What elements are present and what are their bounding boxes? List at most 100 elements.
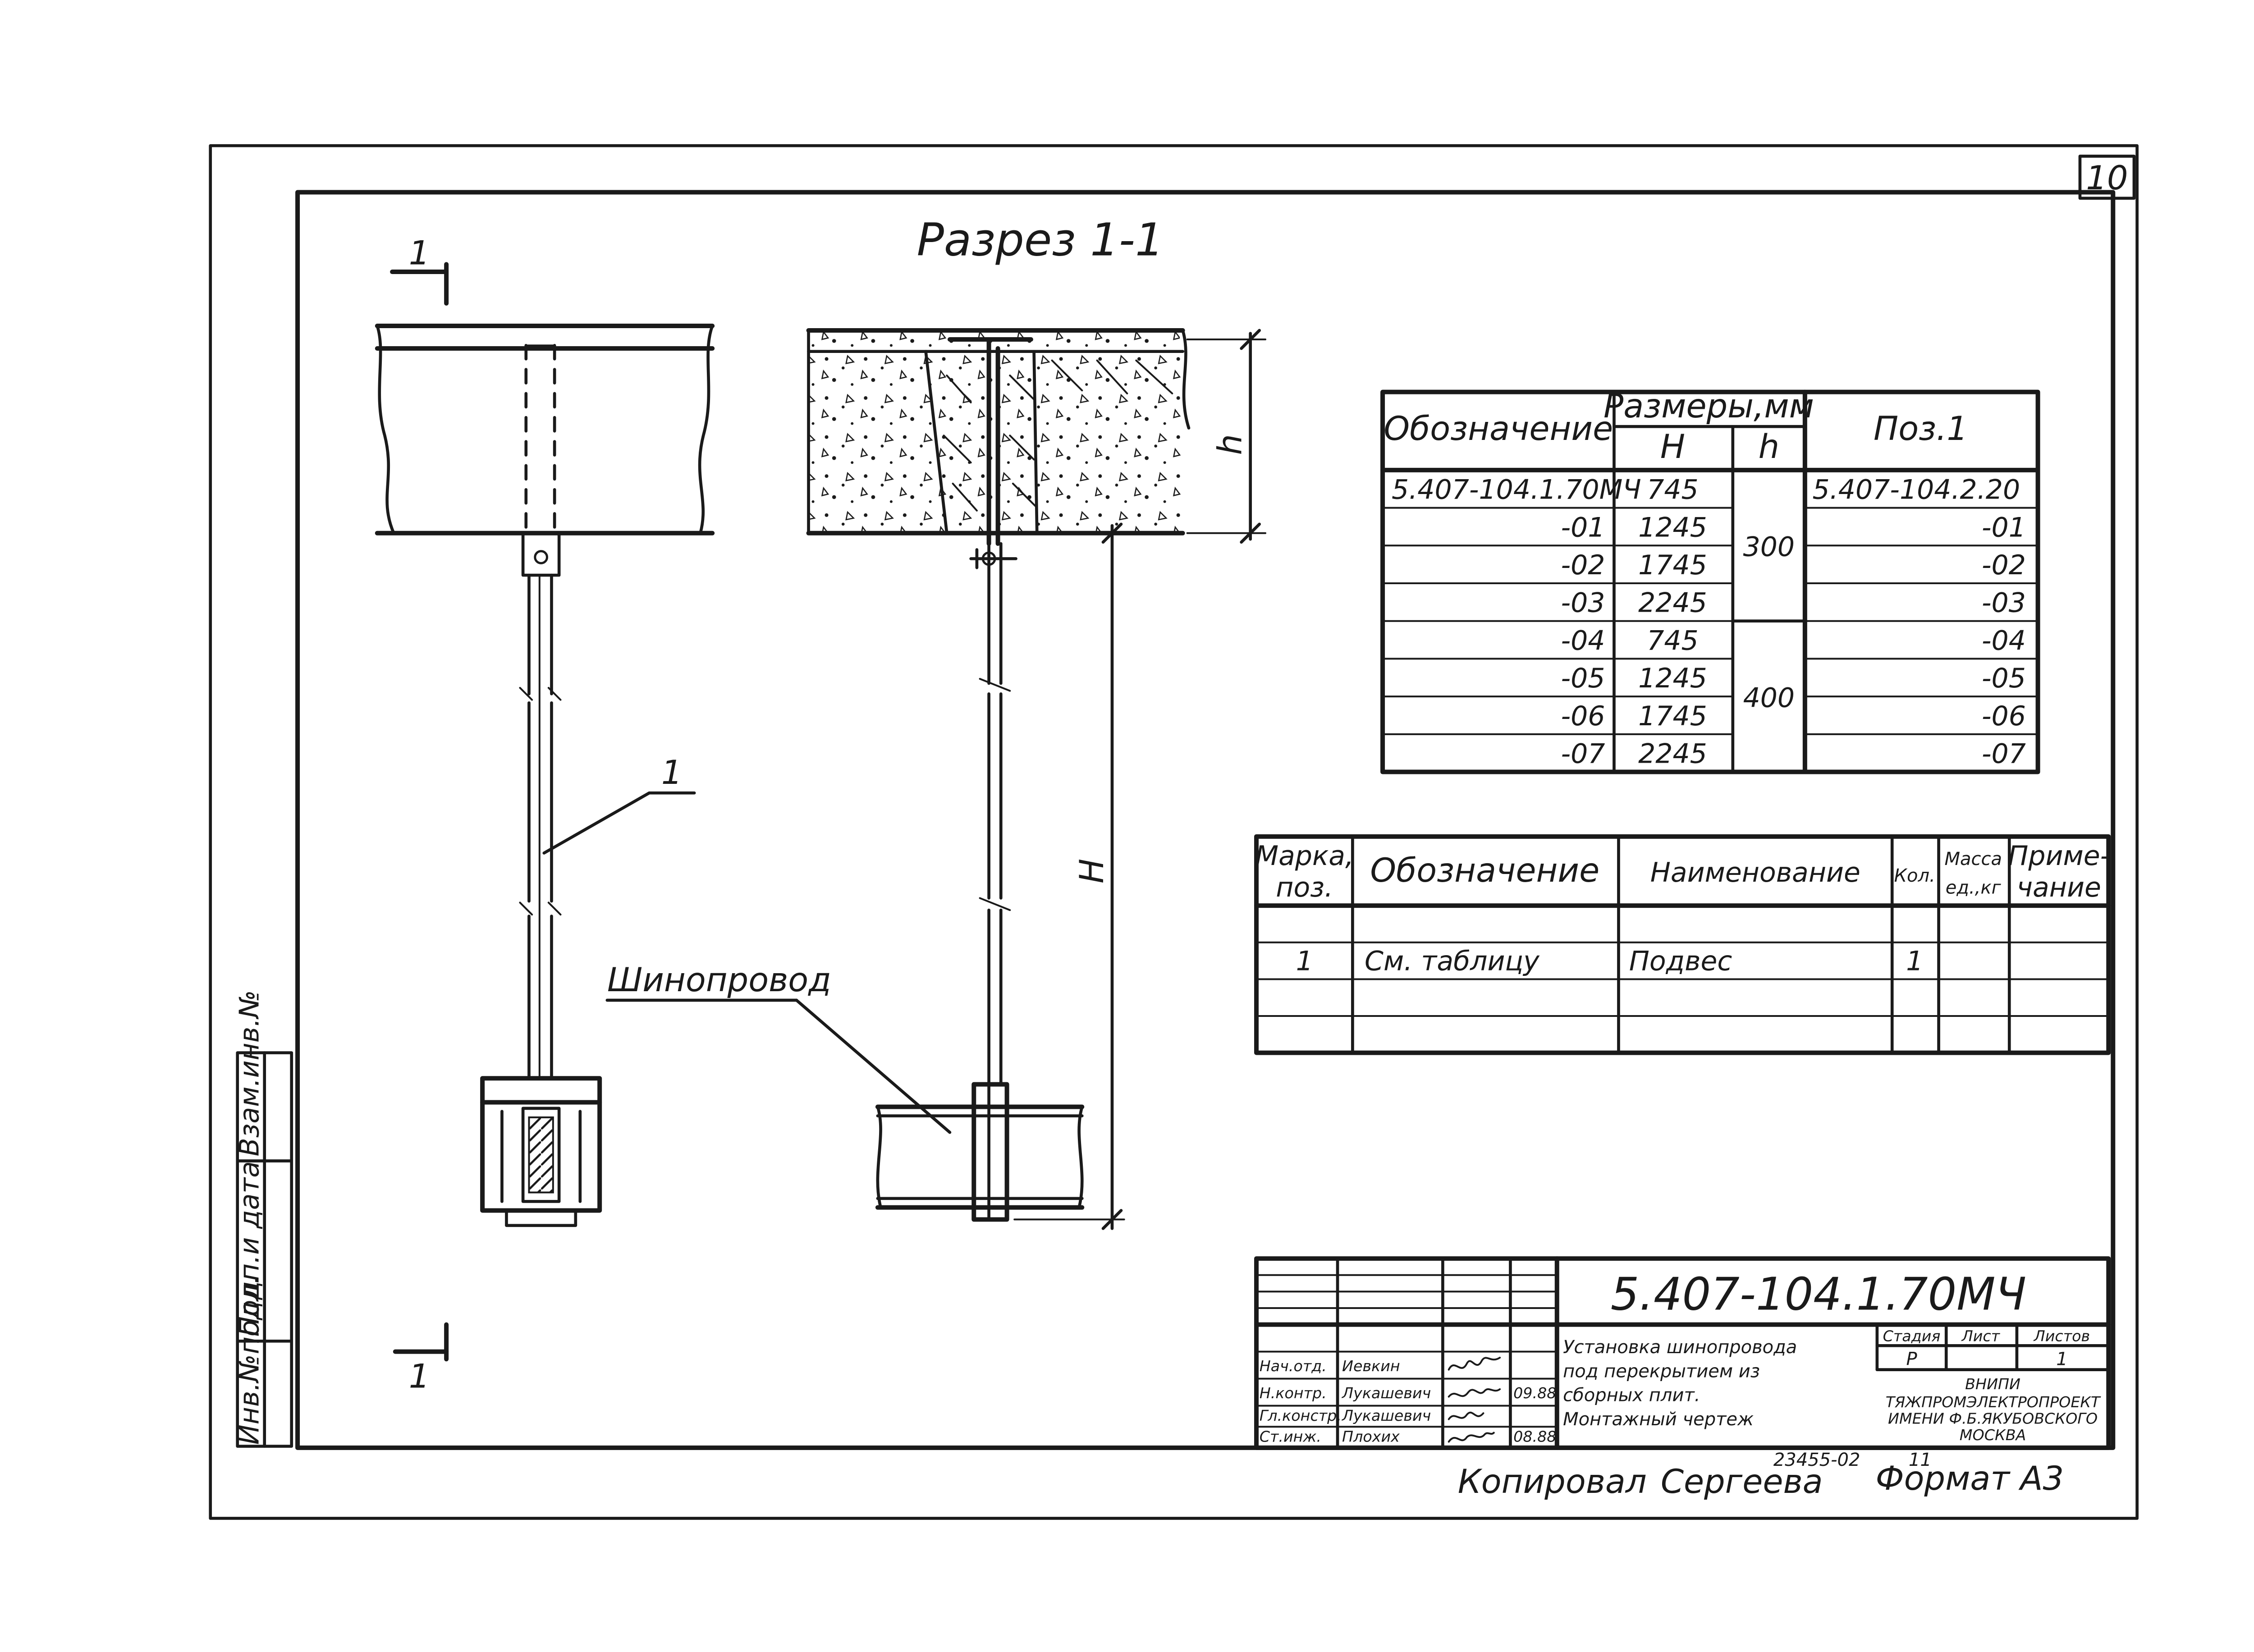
copier-name: Сергеева [1661, 1463, 1823, 1501]
section-mark-top-label: 1 [409, 234, 430, 272]
section-title: Разрез 1-1 [917, 213, 1164, 266]
title-line-2: под перекрытием из [1563, 1361, 1760, 1382]
side-stamp-replaces-inv: Взам.инв.№ [234, 990, 265, 1156]
dim-cell-designation: -04 [1561, 625, 1605, 656]
signature-2-icon [1448, 1388, 1501, 1398]
sheet-number: 10 [2086, 159, 2128, 197]
outer-frame [209, 144, 2139, 1520]
dim-cell-pos: -06 [1982, 700, 2026, 732]
spec-header-mass-2: ед.,кг [1946, 877, 2002, 898]
side-stamp-inv-original: Инв.№подл. [234, 1276, 265, 1445]
spec-cell-mark: 1 [1296, 945, 1313, 977]
bolt-icon [534, 550, 548, 564]
dim-cell-pos: -05 [1982, 663, 2026, 694]
spec-cell-name: Подвес [1629, 945, 1732, 977]
dim-header-h: h [1759, 428, 1779, 466]
dim-cell-pos: -04 [1982, 625, 2026, 656]
dim-cell-designation: -06 [1561, 700, 1605, 732]
title-line-3: сборных плит. [1563, 1385, 1700, 1406]
concrete-fill-left [808, 351, 947, 533]
dim-cell-designation: -07 [1561, 738, 1605, 770]
section-mark-top: 1 [390, 234, 449, 306]
specification-table-rows: 1 См. таблицу Подвес 1 [1255, 941, 2110, 1017]
sig-name-0: Иевкин [1342, 1357, 1400, 1375]
format-label: Формат А3 [1876, 1460, 2064, 1498]
leader-position-1: 1 [542, 754, 696, 855]
embedded-part-side [947, 337, 1033, 546]
dim-cell-H: 2245 [1638, 587, 1707, 619]
dim-cell-designation: 5.407-104.1.70МЧ [1392, 474, 1641, 506]
section-mark-bottom-label: 1 [409, 1358, 430, 1396]
org-line-4: МОСКВА [1960, 1426, 2026, 1444]
signature-4-icon [1448, 1432, 1495, 1443]
dim-cell-H: 1745 [1638, 549, 1707, 581]
dim-cell-H: 2245 [1638, 738, 1707, 770]
sheets-label: Листов [2034, 1327, 2090, 1345]
dim-header-H: H [1660, 428, 1685, 466]
dim-header-sizes: Размеры,мм [1603, 387, 1814, 426]
busbar-label: Шинопровод [607, 961, 831, 999]
dim-h-label: h [1211, 434, 1250, 455]
archive-sheet: 11 [1909, 1450, 1932, 1470]
spec-header-qty: Кол. [1894, 865, 1935, 886]
title-block: 5.407-104.1.70МЧ Установка шинопровода п… [1254, 1256, 2111, 1450]
spec-header-note-1: Приме- [2008, 840, 2110, 872]
dim-cell-H: 745 [1647, 625, 1699, 656]
sig-date-3: 08.88 [1513, 1428, 1556, 1446]
dimension-table: Обозначение Размеры,мм H h Поз.1 5.407-1… [1380, 387, 2040, 774]
spec-header-mark-1: Марка, [1255, 840, 1354, 872]
spec-header-mark-2: поз. [1276, 872, 1333, 903]
spec-header-note-2: чание [2017, 872, 2101, 903]
dim-cell-H: 1245 [1638, 663, 1707, 694]
side-stamp: Инв.№подл. Подп.и дата Взам.инв.№ [234, 990, 293, 1448]
spec-cell-designation: См. таблицу [1365, 945, 1540, 977]
copied-label: Копировал [1458, 1463, 1647, 1501]
dim-cell-h-group: 300 [1743, 531, 1795, 563]
section-mark-bottom: 1 [393, 1322, 449, 1396]
dim-cell-pos: -02 [1982, 549, 2026, 581]
dim-header-pos: Поз.1 [1874, 410, 1968, 448]
stage-label: Стадия [1883, 1327, 1941, 1345]
spec-cell-qty: 1 [1906, 945, 1923, 977]
dim-header-designation: Обозначение [1384, 410, 1613, 448]
hanger-side [969, 542, 1017, 1086]
sheet-number-box: 10 [2078, 155, 2136, 200]
sig-date-1: 09.88 [1513, 1384, 1556, 1402]
dim-cell-designation: -03 [1561, 587, 1605, 619]
sig-role-2: Гл.констр. [1260, 1407, 1342, 1424]
slab-left [375, 324, 715, 535]
specification-table: Марка, поз. Обозначение Наименование Кол… [1254, 834, 2111, 1055]
sig-role-3: Ст.инж. [1260, 1428, 1321, 1446]
sig-role-0: Нач.отд. [1260, 1357, 1327, 1375]
bracket-front [480, 1076, 602, 1227]
signature-1-icon [1448, 1356, 1501, 1371]
inner-frame [295, 190, 2116, 1450]
signature-3-icon [1448, 1411, 1484, 1420]
footer: 23455-02 11 Копировал Сергеева Формат А3 [1458, 1450, 2064, 1501]
org-line-3: ИМЕНИ Ф.Б.ЯКУБОВСКОГО [1888, 1410, 2098, 1428]
dim-cell-designation: -05 [1561, 663, 1605, 694]
spec-header-designation: Обозначение [1370, 851, 1599, 890]
dim-cell-pos: -03 [1982, 587, 2026, 619]
sheet-label: Лист [1961, 1327, 2001, 1345]
grout-joint [925, 351, 1037, 533]
org-line-1: ВНИПИ [1965, 1375, 2020, 1393]
doc-code: 5.407-104.1.70МЧ [1611, 1268, 2027, 1320]
dim-cell-H: 745 [1647, 474, 1699, 506]
sig-name-2: Лукашевич [1342, 1407, 1431, 1424]
dim-H-label: H [1073, 859, 1111, 883]
side-view: h H [806, 328, 1267, 1230]
position-label: 1 [661, 754, 683, 792]
sheets-value: 1 [2056, 1349, 2067, 1370]
dim-cell-designation: -01 [1561, 512, 1605, 543]
dimension-h: h [1186, 329, 1267, 544]
dim-cell-pos: 5.407-104.2.20 [1813, 474, 2020, 506]
embedded-part-hidden [524, 343, 556, 535]
stage-value: Р [1906, 1349, 1917, 1370]
leader-busbar: Шинопровод [605, 961, 952, 1134]
front-view [375, 324, 715, 1227]
org-line-2: ТЯЖПРОМЭЛЕКТРОПРОЕКТ [1886, 1393, 2101, 1411]
dim-cell-H: 1245 [1638, 512, 1707, 543]
